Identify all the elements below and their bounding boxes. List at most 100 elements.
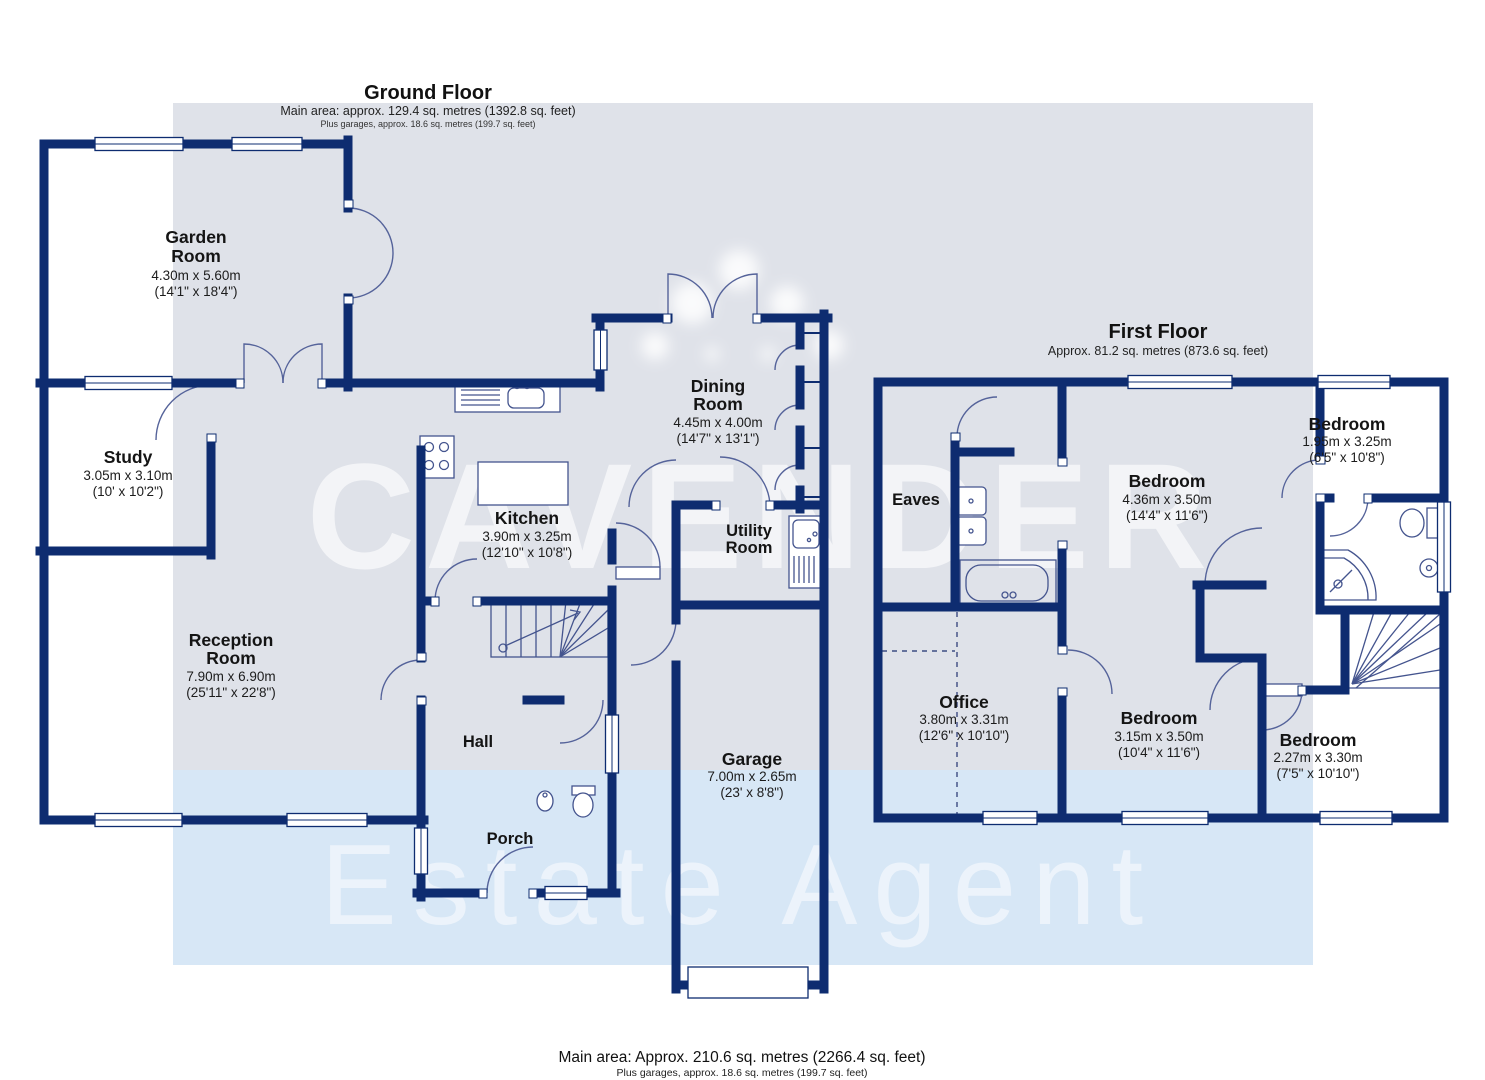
svg-text:(6'5" x 10'8"): (6'5" x 10'8") <box>1309 450 1385 465</box>
gf-wc-fixtures <box>536 785 596 818</box>
svg-text:(10'4" x 11'6"): (10'4" x 11'6") <box>1118 745 1200 760</box>
svg-text:2.27m x 3.30m: 2.27m x 3.30m <box>1273 750 1362 765</box>
svg-text:Kitchen: Kitchen <box>495 508 559 528</box>
region-blue <box>173 770 1313 965</box>
watermark-brand: CAVENDER <box>307 432 1218 600</box>
background-regions <box>173 103 1313 965</box>
ground-floor-title: Ground Floor <box>364 82 492 104</box>
svg-text:3.80m x 3.31m: 3.80m x 3.31m <box>919 712 1008 727</box>
bathroom-sink <box>955 516 987 546</box>
shower-tray-inner <box>1322 557 1369 601</box>
svg-text:Study: Study <box>104 447 153 467</box>
label-hall: Hall <box>463 733 493 751</box>
svg-text:(12'10" x 10'8"): (12'10" x 10'8") <box>482 545 573 560</box>
svg-text:(7'5" x 10'10"): (7'5" x 10'10") <box>1276 766 1359 781</box>
svg-text:Reception: Reception <box>189 630 274 650</box>
reception-door-arc <box>380 659 422 701</box>
svg-text:Utility: Utility <box>726 522 773 540</box>
gf-doors <box>155 207 801 894</box>
svg-text:Room: Room <box>171 246 221 266</box>
label-garden-room: Garden Room 4.30m x 5.60m (14'1" x 18'4"… <box>151 227 240 299</box>
svg-text:4.30m x 5.60m: 4.30m x 5.60m <box>151 268 240 283</box>
svg-text:3.15m x 3.50m: 3.15m x 3.50m <box>1114 729 1203 744</box>
shower-basin <box>1419 558 1439 578</box>
bathroom-sink <box>955 486 987 516</box>
rear-corridor-door-leaf <box>615 566 661 580</box>
garden-french-door-arc <box>347 252 394 299</box>
label-bedroom-mid: Bedroom 3.15m x 3.50m (10'4" x 11'6") <box>1114 708 1203 760</box>
svg-text:Garden: Garden <box>165 227 226 247</box>
bedroom-right-door-arc <box>1281 459 1321 499</box>
porch-door-arc <box>486 846 534 894</box>
svg-text:3.05m x 3.10m: 3.05m x 3.10m <box>83 468 172 483</box>
svg-text:Room: Room <box>693 394 743 414</box>
utility-door-arc <box>719 456 771 508</box>
kitchen-sink-bowl <box>507 387 545 409</box>
toilet-bowl <box>1399 508 1425 538</box>
garden-double-door <box>243 343 284 384</box>
ground-floor-plan <box>35 135 833 999</box>
label-eaves: Eaves <box>892 491 940 509</box>
gf-door-jambs <box>206 199 775 899</box>
label-bedroom-top: Bedroom 4.36m x 3.50m (14'4" x 11'6") <box>1122 471 1211 523</box>
footer-note: Plus garages, approx. 18.6 sq. metres (1… <box>617 1067 868 1079</box>
toilet-bowl <box>572 792 594 818</box>
label-bedroom-right: Bedroom 1.95m x 3.25m (6'5" x 10'8") <box>1302 414 1391 465</box>
bedroom-mid-door-arc <box>1067 649 1113 695</box>
label-garage: Garage 7.00m x 2.65m (23' x 8'8") <box>707 749 796 800</box>
svg-text:7.00m x 2.65m: 7.00m x 2.65m <box>707 769 796 784</box>
labels: Ground Floor Main area: approx. 129.4 sq… <box>83 82 1391 1079</box>
watermark-tagline: Estate Agent <box>321 822 1159 949</box>
svg-text:Bedroom: Bedroom <box>1129 471 1206 491</box>
bedroom-bottom-right-door-arc <box>1261 689 1303 731</box>
label-dining-room: Dining Room 4.45m x 4.00m (14'7" x 13'1"… <box>673 376 762 446</box>
eaves-door-arc <box>956 396 998 438</box>
label-office: Office 3.80m x 3.31m (12'6" x 10'10") <box>919 692 1010 743</box>
wc-door-arc <box>559 699 604 744</box>
ground-floor-subtitle: Main area: approx. 129.4 sq. metres (139… <box>280 104 575 118</box>
garden-french-door-arc <box>347 207 394 254</box>
ff-bathroom-fixtures <box>955 486 1440 607</box>
svg-text:7.90m x 6.90m: 7.90m x 6.90m <box>186 669 275 684</box>
gf-kitchen-fixtures <box>419 382 569 506</box>
gf-windows <box>84 136 620 901</box>
svg-text:4.45m x 4.00m: 4.45m x 4.00m <box>673 415 762 430</box>
shower-room-door-arc <box>1329 497 1369 537</box>
ff-walls <box>873 377 1449 823</box>
first-floor-plan <box>873 374 1452 826</box>
svg-text:(10' x 10'2"): (10' x 10'2") <box>93 484 164 499</box>
svg-text:Room: Room <box>206 648 256 668</box>
ff-door-jambs <box>950 432 1373 697</box>
svg-text:Dining: Dining <box>691 376 745 396</box>
wc-basin <box>536 790 554 812</box>
garden-double-door <box>282 343 323 384</box>
svg-text:Garage: Garage <box>722 749 783 769</box>
label-bedroom-bottom-right: Bedroom 2.27m x 3.30m (7'5" x 10'10") <box>1273 730 1362 781</box>
ff-office-dashed-lines <box>882 612 958 814</box>
label-study: Study 3.05m x 3.10m (10' x 10'2") <box>83 447 172 499</box>
svg-text:(12'6" x 10'10"): (12'6" x 10'10") <box>919 728 1010 743</box>
svg-text:Room: Room <box>726 539 773 557</box>
dining-door-arc <box>628 459 677 508</box>
shower-tray <box>1321 549 1377 601</box>
stove <box>419 435 455 479</box>
svg-text:1.95m x 3.25m: 1.95m x 3.25m <box>1302 434 1391 449</box>
label-porch: Porch <box>487 830 534 848</box>
svg-text:4.36m x 3.50m: 4.36m x 3.50m <box>1122 492 1211 507</box>
watermark: CAVENDER Estate Agent <box>307 250 1218 949</box>
dining-french-door <box>667 273 713 319</box>
svg-text:(14'4" x 11'6"): (14'4" x 11'6") <box>1126 508 1208 523</box>
garage-side-door-arc <box>630 619 677 666</box>
label-utility-room: Utility Room <box>726 522 773 557</box>
ff-stairs <box>1347 611 1441 689</box>
first-floor-subtitle: Approx. 81.2 sq. metres (873.6 sq. feet) <box>1048 344 1268 358</box>
svg-text:Bedroom: Bedroom <box>1121 708 1198 728</box>
svg-text:3.90m x 3.25m: 3.90m x 3.25m <box>482 529 571 544</box>
region-grey <box>173 103 1313 770</box>
bathtub-inner <box>965 564 1049 602</box>
svg-text:Bedroom: Bedroom <box>1280 730 1357 750</box>
first-floor-title: First Floor <box>1109 321 1208 343</box>
garage-door <box>687 966 809 999</box>
